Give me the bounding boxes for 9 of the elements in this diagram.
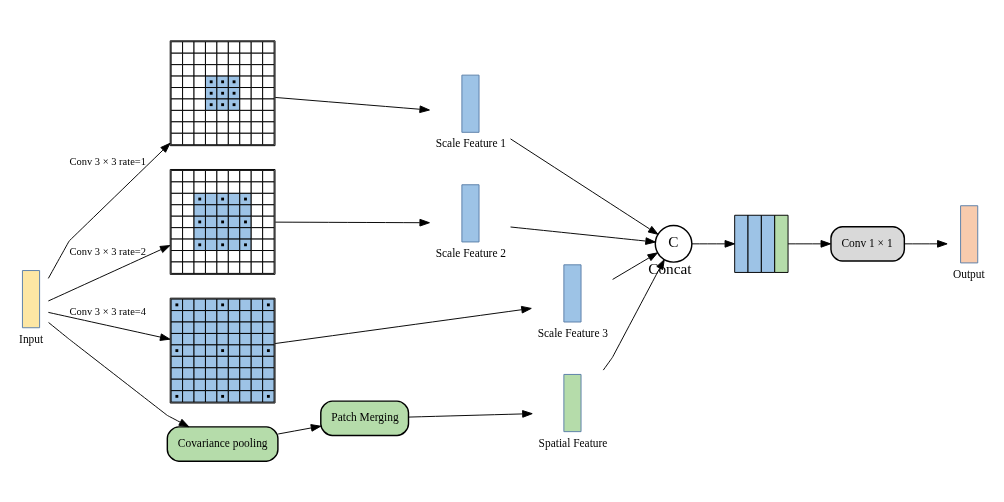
node-label: Spatial Feature xyxy=(538,436,608,449)
edge-label: Conv 3 × 3 rate=1 xyxy=(69,155,146,167)
node-label: Scale Feature 2 xyxy=(435,246,507,259)
node-label: Scale Feature 3 xyxy=(537,326,609,339)
edge-label: Conv 3 × 3 rate=4 xyxy=(69,306,146,318)
node-label: Scale Feature 1 xyxy=(435,137,507,150)
node-label: Input xyxy=(19,332,44,345)
edge-label: Conv 3 × 3 rate=2 xyxy=(69,246,146,258)
node-label: Output xyxy=(952,267,985,280)
